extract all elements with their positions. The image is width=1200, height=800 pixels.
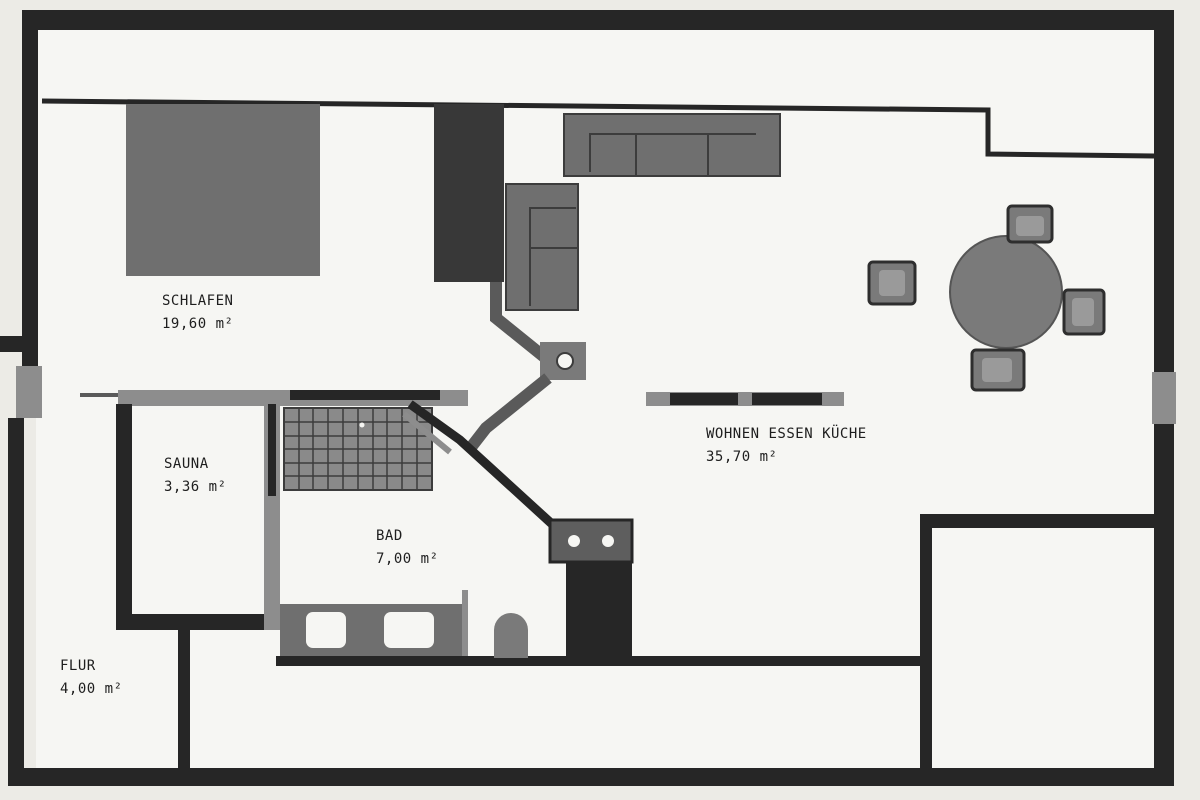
diagonal-wall-lower bbox=[467, 373, 552, 450]
lower-right-walls bbox=[920, 514, 1156, 770]
bed bbox=[126, 104, 320, 276]
bad-diagonal-wall-edge bbox=[402, 411, 452, 455]
room-name-wohnen: WOHNEN ESSEN KÜCHE bbox=[706, 424, 867, 442]
dining-table bbox=[949, 235, 1063, 349]
sofa-vertical bbox=[505, 183, 579, 311]
chair-top bbox=[1006, 204, 1054, 244]
room-wohnen: WOHNEN ESSEN KÜCHE 35,70 m² bbox=[706, 424, 867, 465]
sink-right bbox=[384, 612, 434, 648]
sauna-walls bbox=[80, 390, 468, 630]
room-name-schlafen: SCHLAFEN bbox=[162, 293, 233, 309]
outer-walls bbox=[0, 10, 1174, 786]
room-flur: FLUR 4,00 m² bbox=[60, 658, 123, 697]
chimney-block bbox=[434, 104, 504, 282]
stove-burner-right bbox=[602, 535, 614, 547]
room-area-bad: 7,00 m² bbox=[376, 551, 439, 567]
room-area-wohnen: 35,70 m² bbox=[706, 449, 777, 465]
room-schlafen: SCHLAFEN 19,60 m² bbox=[162, 293, 233, 332]
sink-left bbox=[306, 612, 346, 648]
window-left bbox=[16, 366, 42, 418]
room-name-flur: FLUR bbox=[60, 658, 96, 674]
column-hole bbox=[556, 352, 574, 370]
chair-right bbox=[1062, 288, 1106, 336]
stove-counter bbox=[548, 518, 634, 564]
room-sauna: SAUNA 3,36 m² bbox=[164, 456, 227, 495]
bad-bottom-wall bbox=[276, 656, 920, 666]
diagonal-wall-top bbox=[490, 282, 552, 365]
room-area-schlafen: 19,60 m² bbox=[162, 316, 233, 332]
sofa-horizontal bbox=[563, 113, 781, 177]
bad-diagonal-wall bbox=[407, 400, 556, 528]
room-name-bad: BAD bbox=[376, 528, 403, 544]
kitchen-divider bbox=[646, 392, 844, 406]
chair-bottom bbox=[970, 348, 1026, 392]
vanity-top bbox=[462, 590, 468, 656]
kitchen-pillar bbox=[566, 562, 632, 658]
room-area-flur: 4,00 m² bbox=[60, 681, 123, 697]
toilet bbox=[494, 613, 528, 658]
stove-burner-left bbox=[568, 535, 580, 547]
room-area-sauna: 3,36 m² bbox=[164, 479, 227, 495]
window-right bbox=[1152, 372, 1176, 424]
shower-tiles bbox=[283, 407, 433, 491]
flur-wall bbox=[178, 630, 190, 770]
inner-top-wall bbox=[41, 98, 1155, 159]
room-bad: BAD 7,00 m² bbox=[376, 528, 439, 567]
chair-left bbox=[867, 260, 917, 306]
room-name-sauna: SAUNA bbox=[164, 456, 209, 472]
